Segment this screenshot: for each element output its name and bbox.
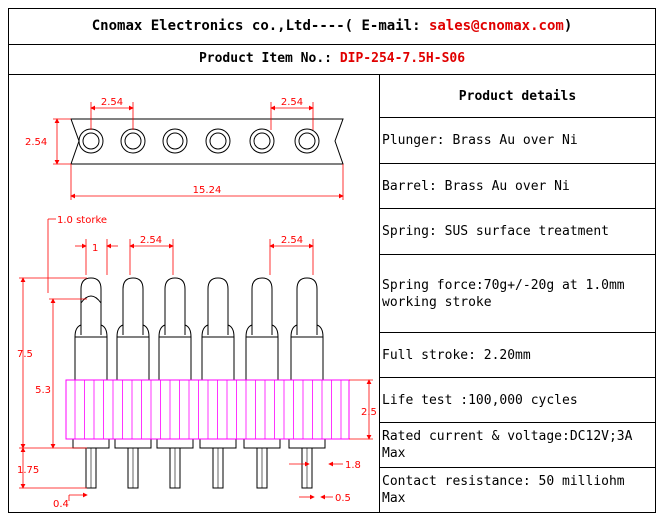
detail-spring-force: Spring force:70g+/-20g at 1.0mm working … (380, 255, 655, 333)
detail-plunger: Plunger: Brass Au over Ni (380, 118, 655, 164)
header-separator: ----( (310, 18, 354, 34)
detail-contact-resistance: Contact resistance: 50 milliohm Max (382, 474, 625, 506)
company-name: Cnomax Electronics co.,Ltd (91, 18, 311, 34)
dim-pitch-top-left: 2.54 (101, 97, 123, 108)
dim-total-height: 7.5 (17, 349, 33, 360)
barrel-flange (199, 438, 237, 449)
dim-pitch-side-left: 2.54 (140, 235, 162, 246)
drawing-svg: 2.54 2.54 2.54 15.24 (17, 97, 377, 510)
dim-insulator-thickness: 2.5 (361, 407, 377, 418)
top-hole-inner (166, 132, 184, 150)
plunger (122, 277, 144, 335)
dim-tail-length: 1.75 (17, 465, 39, 476)
top-hole-inner (124, 132, 142, 150)
dim-tail-diameter: 0.5 (335, 493, 351, 504)
dim-pitch-top-right: 2.54 (281, 97, 303, 108)
top-hole-inner (209, 132, 227, 150)
stroke-arc (80, 295, 102, 304)
dim-tip-width: 1 (92, 243, 98, 254)
technical-drawing: 2.54 2.54 2.54 15.24 (9, 75, 380, 512)
item-bar: Product Item No.: DIP-254-7.5H-S06 (9, 44, 655, 75)
plunger (164, 277, 186, 335)
header-bar: Cnomax Electronics co.,Ltd----( E-mail: … (9, 9, 655, 45)
detail-rated-current: Rated current & voltage:DC12V;3A Max (380, 423, 655, 468)
plunger (251, 277, 273, 335)
item-label: Product Item No.: (198, 51, 332, 66)
product-sheet: Cnomax Electronics co.,Ltd----( E-mail: … (8, 8, 656, 513)
insulator-lines (74, 380, 342, 439)
barrel-flange (243, 438, 281, 449)
detail-barrel: Barrel: Brass Au over Ni (380, 164, 655, 209)
dim-height-top: 2.54 (25, 137, 47, 148)
top-view: 2.54 2.54 2.54 15.24 (25, 97, 344, 200)
plunger (296, 277, 318, 335)
email-link[interactable]: sales@cnomax.com (428, 18, 564, 34)
top-hole-inner (253, 132, 271, 150)
detail-spring: Spring: SUS surface treatment (380, 209, 655, 255)
dim-tail-width: 0.4 (53, 499, 69, 510)
insulator (65, 379, 350, 440)
dim-step-width: 1.8 (345, 460, 361, 471)
barrel-flange (114, 438, 152, 449)
plunger (80, 277, 102, 335)
details-title: Product details (380, 75, 655, 118)
dim-pitch-side-right: 2.54 (281, 235, 303, 246)
top-hole-inner (82, 132, 100, 150)
detail-full-stroke: Full stroke: 2.20mm (380, 333, 655, 378)
dim-total-width: 15.24 (193, 185, 222, 196)
dim-stroke: 1.0 storke (57, 215, 107, 226)
product-details-table: Product details Plunger: Brass Au over N… (380, 75, 655, 512)
side-view: 1.0 storke 1 2.54 2.54 (17, 215, 377, 510)
detail-life-test: Life test :100,000 cycles (380, 378, 655, 423)
header-closing: ) (563, 18, 573, 34)
top-hole-inner (298, 132, 316, 150)
plunger (207, 277, 229, 335)
barrel-flange (288, 438, 326, 449)
barrel-flange (72, 438, 110, 449)
dim-insulator-height: 5.3 (35, 385, 51, 396)
barrel-flange (156, 438, 194, 449)
email-label: E-mail: (361, 18, 421, 34)
item-number: DIP-254-7.5H-S06 (339, 51, 466, 66)
